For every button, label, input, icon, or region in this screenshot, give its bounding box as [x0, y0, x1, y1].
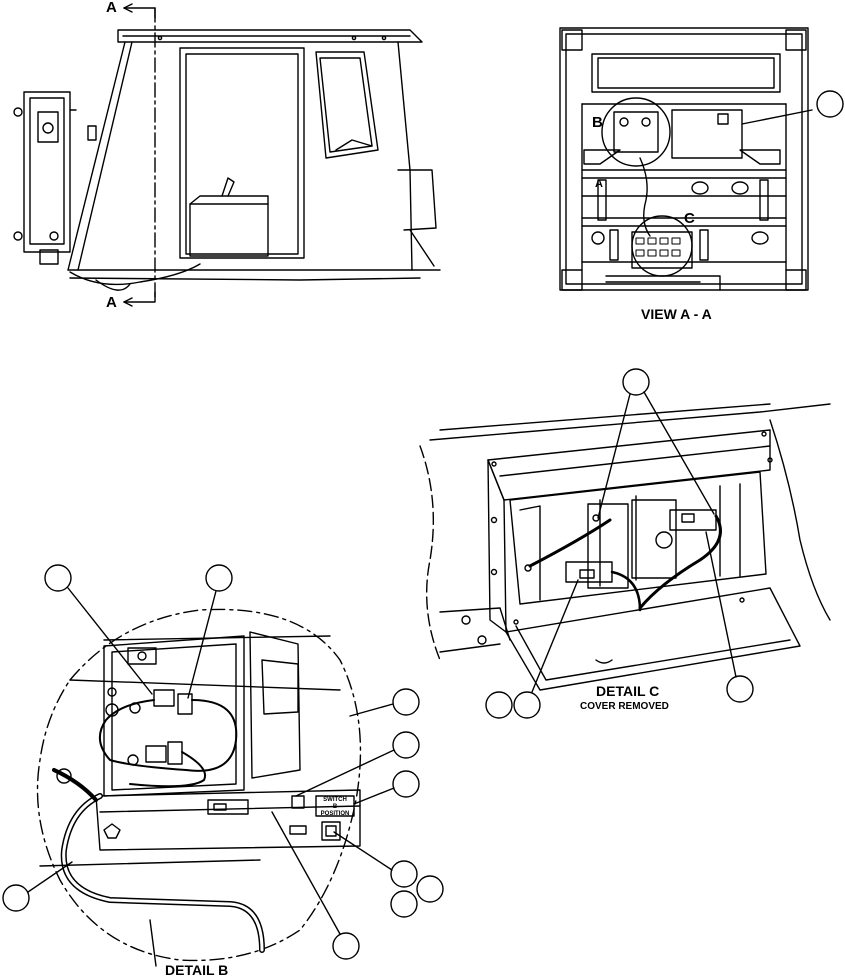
cab-side-view — [13, 3, 441, 307]
detail-b-caption: DETAIL B — [165, 962, 229, 978]
view-a-detail-c-marker: C — [684, 210, 695, 227]
view-a-caption: VIEW A - A — [641, 306, 712, 322]
switch-tag-line-3: POSITION — [320, 811, 350, 817]
switch-position-tag: SWITCH B POSITION — [316, 797, 354, 818]
section-marker-top: A — [106, 0, 117, 16]
switch-tag-line-1: SWITCH — [323, 797, 347, 803]
detail-c-subcaption: COVER REMOVED — [580, 701, 669, 712]
view-a-detail-a-marker: A — [595, 178, 603, 190]
switch-tag-line-2: B — [332, 804, 338, 810]
detail-c-caption: DETAIL C — [596, 683, 660, 699]
section-marker-bottom: A — [106, 294, 117, 311]
detail-c — [419, 368, 831, 719]
detail-b — [2, 564, 444, 967]
view-a-detail-b-marker: B — [592, 114, 603, 131]
view-a-a — [559, 27, 844, 291]
